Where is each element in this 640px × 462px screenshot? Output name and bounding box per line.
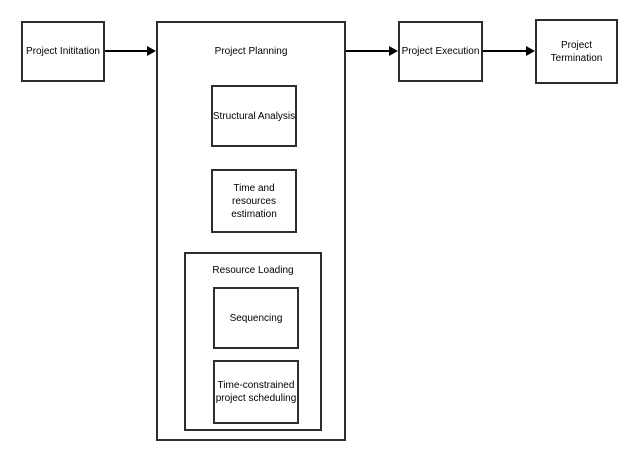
node-time-resources-estimation: Time and resources estimation: [211, 169, 297, 233]
arrow-planning-to-execution: [346, 46, 398, 56]
node-time-resources-estimation-label: Time and resources estimation: [231, 182, 277, 220]
arrow-line: [105, 50, 147, 52]
node-project-execution-label: Project Execution: [401, 46, 480, 57]
node-sequencing: Sequencing: [213, 287, 299, 349]
node-resource-loading-label: Resource Loading: [212, 265, 294, 276]
node-project-termination-label: Project Termination: [550, 39, 603, 64]
arrowhead-right-icon: [389, 46, 398, 56]
node-project-termination: Project Termination: [535, 19, 618, 84]
node-structural-analysis: Structural Analysis: [211, 85, 297, 147]
node-structural-analysis-label: Structural Analysis: [212, 110, 296, 122]
node-sequencing-label: Sequencing: [229, 312, 283, 324]
node-project-planning: Project Planning Structural Analysis Tim…: [156, 21, 346, 441]
node-resource-loading: Resource Loading Sequencing Time-constra…: [184, 252, 322, 431]
arrowhead-right-icon: [526, 46, 535, 56]
node-project-execution: Project Execution: [398, 21, 483, 82]
node-project-initiation: Project Inititation: [21, 21, 105, 82]
arrow-line: [346, 50, 389, 52]
arrow-initiation-to-planning: [105, 46, 156, 56]
arrow-line: [483, 50, 526, 52]
node-project-initiation-label: Project Inititation: [26, 46, 100, 57]
arrowhead-right-icon: [147, 46, 156, 56]
node-project-planning-label: Project Planning: [214, 46, 288, 57]
arrow-execution-to-termination: [483, 46, 535, 56]
node-time-constrained-scheduling: Time-constrained project scheduling: [213, 360, 299, 424]
node-time-constrained-scheduling-label: Time-constrained project scheduling: [215, 380, 297, 404]
